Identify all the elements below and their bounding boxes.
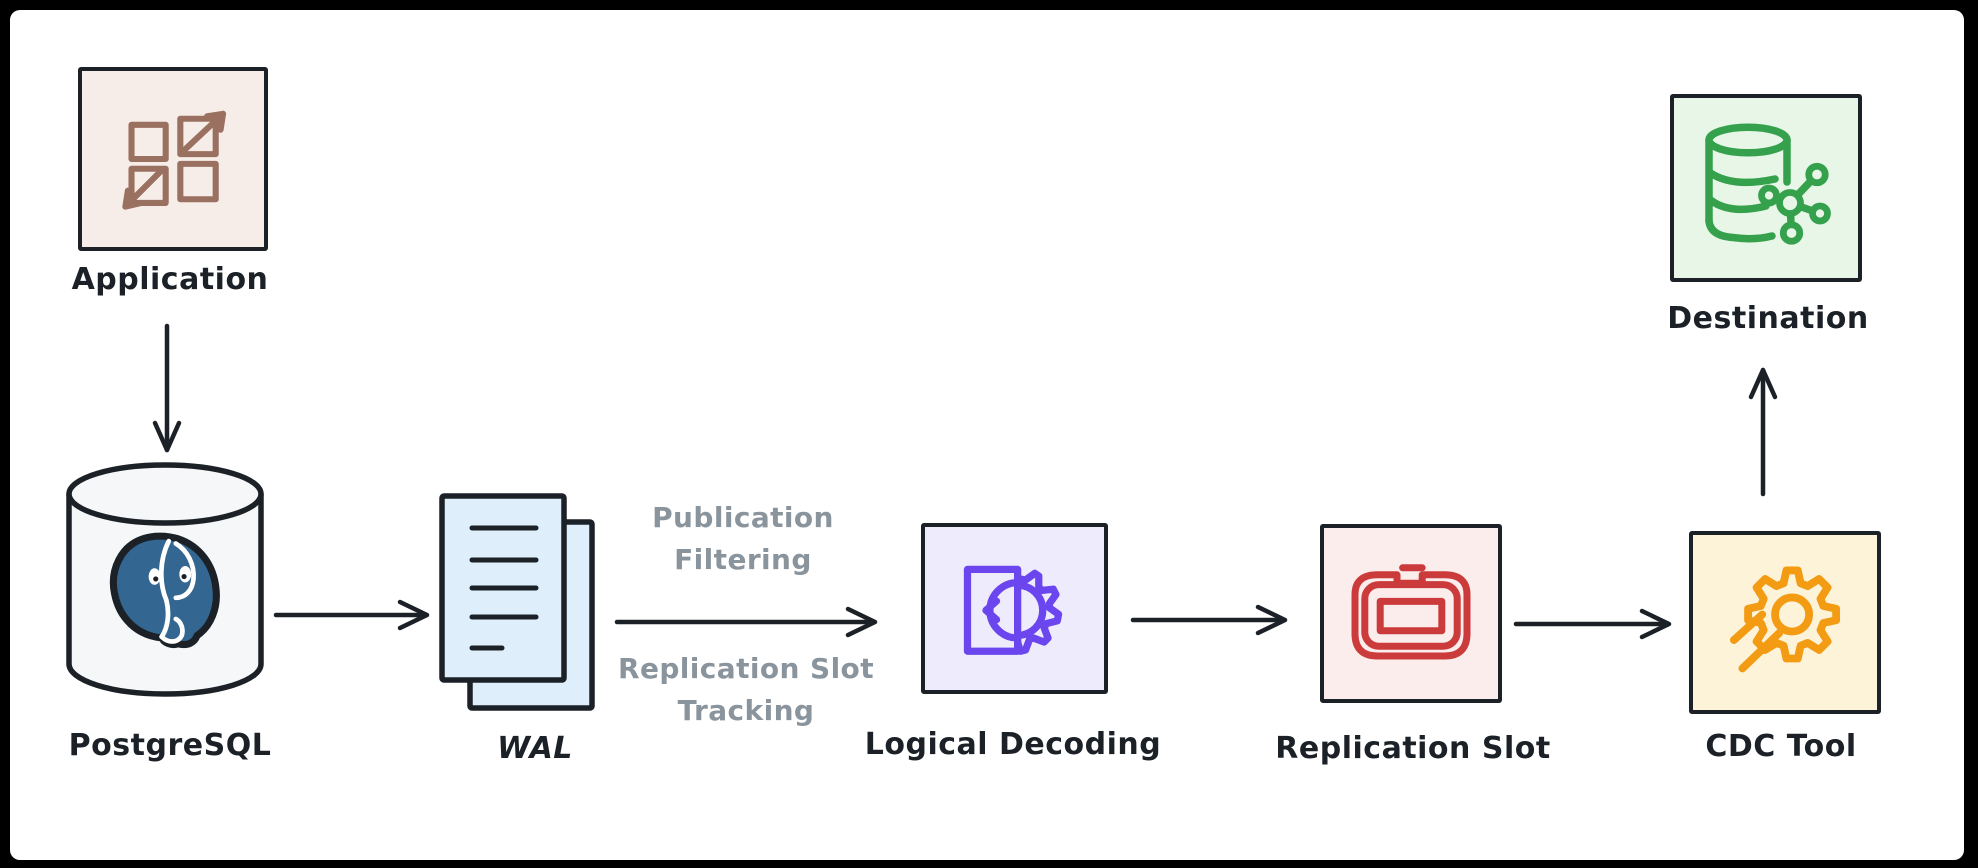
slot-tray-icon (1351, 563, 1471, 659)
node-label-postgresql: PostgreSQL (68, 728, 272, 763)
node-application (78, 67, 268, 251)
node-wal (439, 493, 595, 711)
node-label-replication-slot: Replication Slot (1275, 731, 1551, 766)
document-text-lines (469, 525, 539, 651)
node-destination (1670, 94, 1862, 282)
node-postgresql (66, 462, 264, 697)
node-label-wal: WAL (497, 731, 573, 766)
node-replication-slot (1320, 524, 1502, 703)
edge-label-publication-filtering: Publication Filtering (652, 501, 834, 576)
database-sync-icon (1705, 123, 1831, 245)
node-label-destination: Destination (1667, 301, 1869, 336)
postgresql-elephant-icon (109, 532, 220, 649)
gear-speed-icon (1729, 566, 1841, 672)
decode-gear-icon (963, 565, 1062, 655)
node-label-cdc-tool: CDC Tool (1705, 729, 1857, 764)
node-label-application: Application (71, 262, 269, 297)
node-cdc-tool (1689, 531, 1881, 714)
node-label-logical-decoding: Logical Decoding (864, 727, 1162, 762)
node-logical-decoding (921, 523, 1108, 694)
edge-label-replication-slot-tracking: Replication Slot Tracking (618, 652, 874, 727)
diagram-surface (10, 10, 1964, 860)
app-grid-expand-icon (122, 110, 227, 210)
